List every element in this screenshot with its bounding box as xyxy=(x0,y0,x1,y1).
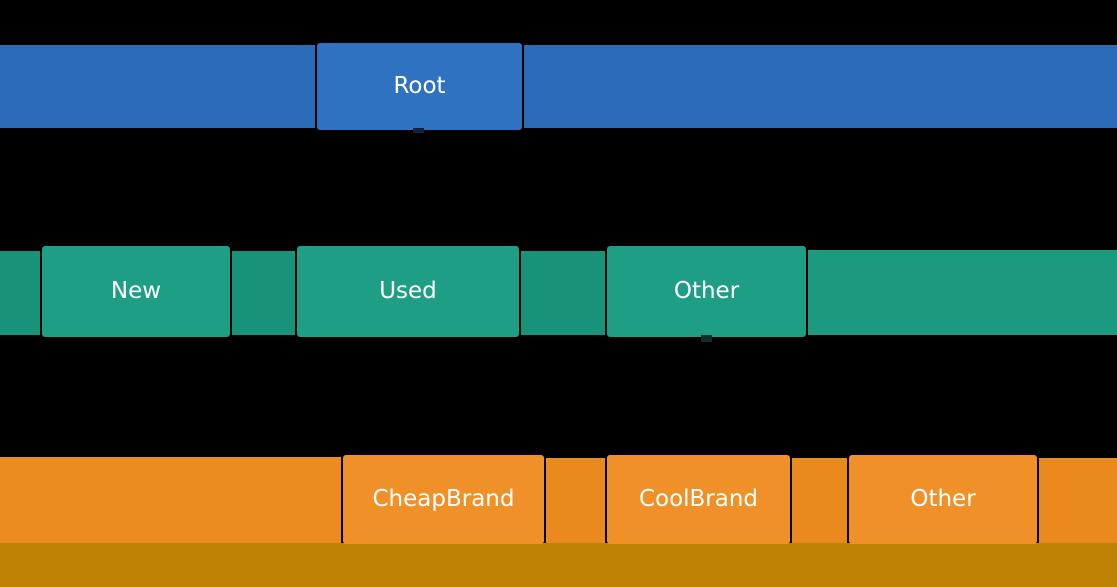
branch-segment-depth-1 xyxy=(808,250,1117,335)
connector-stub xyxy=(413,128,424,133)
node-new[interactable]: New xyxy=(42,246,230,337)
node-label: Used xyxy=(379,278,437,304)
node-other[interactable]: Other xyxy=(607,246,806,337)
footer-bar xyxy=(0,543,1117,587)
node-label: New xyxy=(110,278,162,304)
node-coolbrand[interactable]: CoolBrand xyxy=(607,455,790,544)
node-label: CoolBrand xyxy=(638,486,759,512)
branch-segment-depth-2 xyxy=(792,458,847,543)
node-other[interactable]: Other xyxy=(849,455,1037,544)
branch-segment-depth-1 xyxy=(521,251,605,335)
node-label: Root xyxy=(393,73,446,99)
branch-segment-depth-2 xyxy=(546,458,605,543)
branch-segment-depth-1 xyxy=(232,251,295,335)
node-label: Other xyxy=(910,486,976,512)
connector-stub xyxy=(701,335,712,342)
branch-segment-depth-0 xyxy=(0,45,315,128)
node-label: Other xyxy=(673,278,740,304)
node-root[interactable]: Root xyxy=(317,43,522,130)
branch-segment-depth-0 xyxy=(524,45,1117,128)
node-cheapbrand[interactable]: CheapBrand xyxy=(343,455,544,544)
branch-segment-depth-1 xyxy=(0,251,40,335)
node-used[interactable]: Used xyxy=(297,246,519,337)
node-label: CheapBrand xyxy=(372,486,515,512)
branch-segment-depth-2 xyxy=(1039,458,1117,543)
branch-segment-depth-2 xyxy=(0,457,341,543)
